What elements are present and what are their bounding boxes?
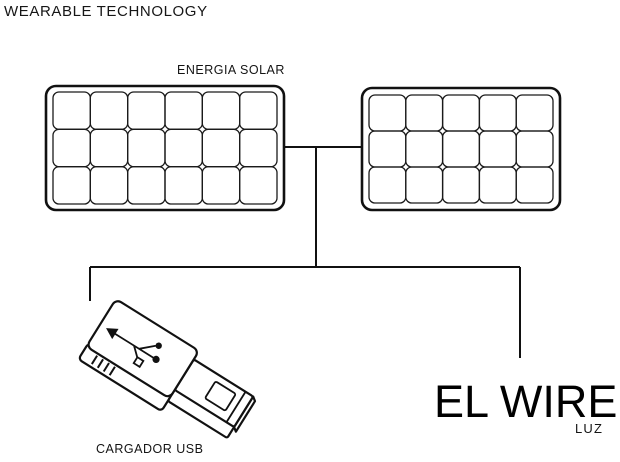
solar-panel-right-cells (368, 94, 554, 204)
el-wire-label: EL WIRE (434, 376, 618, 427)
page-title: WEARABLE TECHNOLOGY (4, 3, 208, 20)
usb-trident-icon (106, 328, 162, 369)
usb-plug-illustration (78, 300, 257, 439)
usb-contact-window (204, 381, 237, 412)
solar-panel-left (44, 84, 286, 212)
connector-lines (89, 146, 521, 358)
usb-grip-ticks (90, 355, 116, 376)
solar-panel-left-cells (52, 91, 278, 205)
solar-panel-right-frame (360, 86, 562, 212)
luz-label: LUZ (575, 421, 604, 436)
usb-tip-seam (225, 390, 247, 424)
solar-panel-right (360, 86, 562, 212)
solar-panel-label: ENERGIA SOLAR (177, 63, 285, 77)
usb-charger-label: CARGADOR USB (96, 442, 204, 456)
